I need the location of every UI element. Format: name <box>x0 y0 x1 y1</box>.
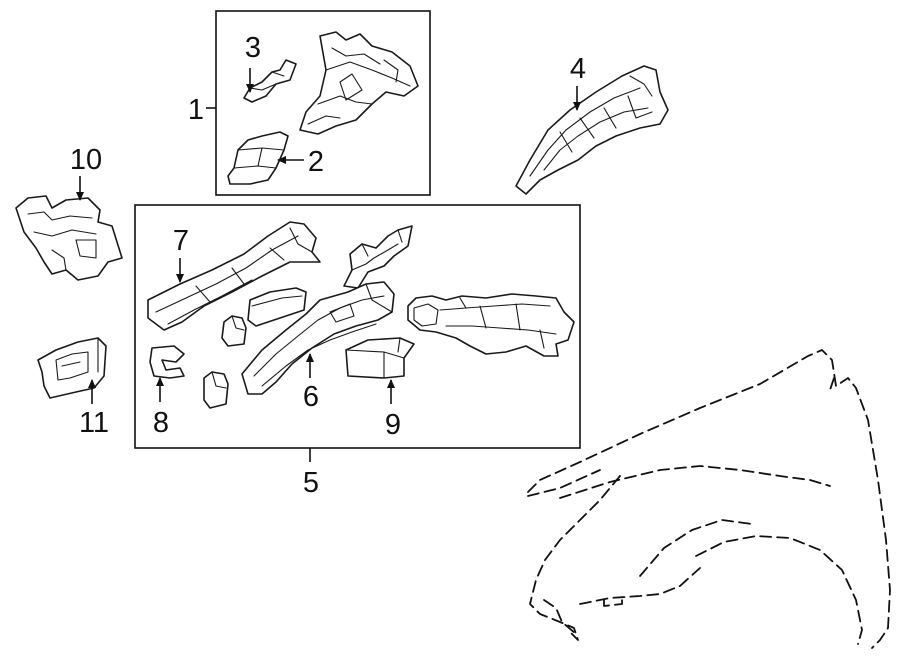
callout-4: 4 <box>570 53 586 85</box>
part-9-box <box>345 337 415 379</box>
group-frame-1 <box>215 10 431 196</box>
part-7-frame-rail <box>147 221 321 331</box>
part-2-gusset <box>227 131 289 185</box>
callout-3: 3 <box>245 32 261 64</box>
callout-8: 8 <box>153 407 169 439</box>
part-side-rail-extension <box>407 293 575 357</box>
callout-7: 7 <box>173 225 189 257</box>
callout-1: 1 <box>188 94 204 126</box>
part-3-bracket <box>243 59 297 103</box>
callout-11: 11 <box>79 407 109 439</box>
part-small-cap-upper <box>221 315 247 347</box>
callout-5: 5 <box>303 467 319 499</box>
callout-9: 9 <box>385 409 401 441</box>
callout-2: 2 <box>308 146 324 178</box>
part-small-plate <box>247 287 307 327</box>
part-4-wheelhouse <box>515 65 669 195</box>
part-1-apron-assembly <box>299 31 419 135</box>
part-reinforcement-bar <box>343 225 413 289</box>
part-small-cap-lower <box>203 371 229 409</box>
part-10-bracket <box>15 195 123 281</box>
group-frame-5 <box>134 204 581 449</box>
callout-10: 10 <box>70 144 102 176</box>
part-11-bracket <box>37 337 107 399</box>
part-8-clip <box>149 345 185 379</box>
part-6-lower-rail <box>241 281 395 395</box>
fender-outline-dashed <box>527 349 891 649</box>
callout-6: 6 <box>303 381 319 413</box>
